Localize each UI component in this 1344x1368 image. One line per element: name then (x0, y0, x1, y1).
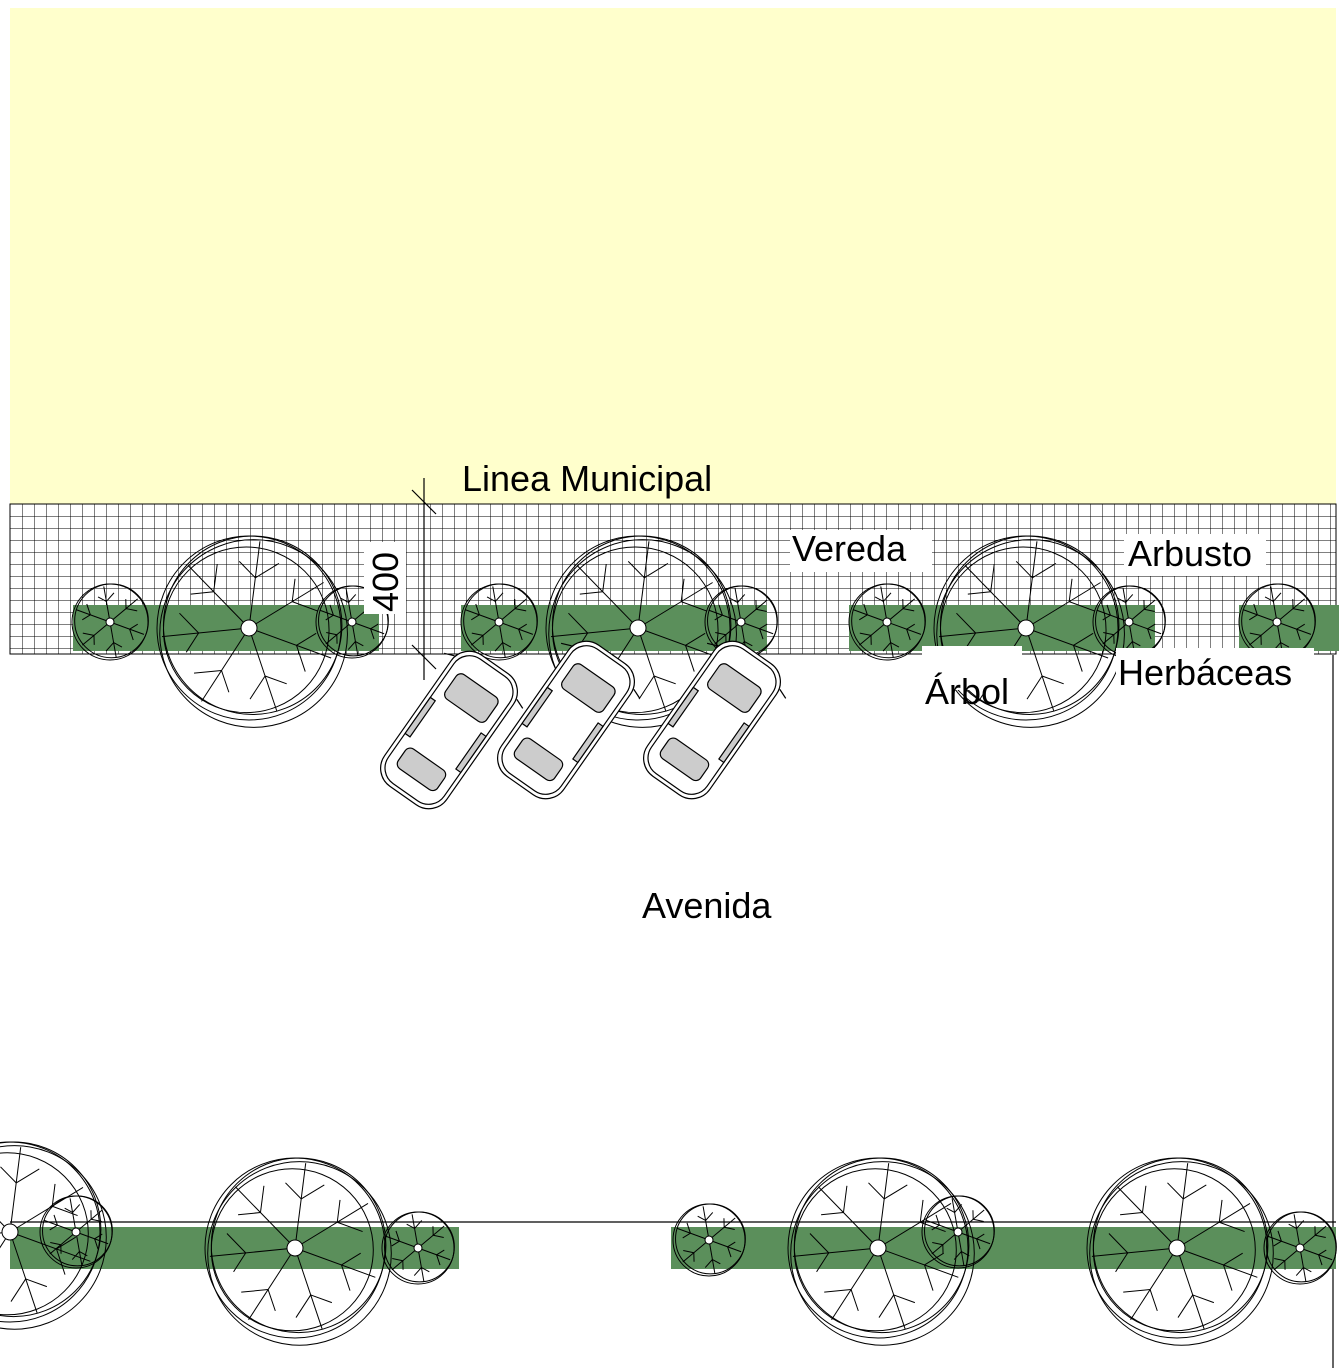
shrub-symbol (1263, 1211, 1337, 1285)
tree-symbol (0, 1141, 107, 1330)
linea-municipal-label: Linea Municipal (462, 458, 712, 499)
parked-cars (380, 640, 787, 810)
arbusto-label: Arbusto (1128, 533, 1252, 574)
planters (10, 605, 1339, 1269)
vegetation (0, 535, 1337, 1346)
shrub-symbol (460, 583, 538, 661)
shrub-symbol (71, 583, 149, 661)
vereda-label: Vereda (792, 528, 907, 569)
avenida-label: Avenida (642, 885, 772, 926)
dimension-label-bg (364, 542, 406, 614)
planter-bed (671, 1227, 1336, 1269)
planter-bed (73, 605, 379, 651)
parked-car (380, 650, 524, 810)
private-lot (10, 8, 1336, 504)
arbol-label-bg (922, 646, 1022, 690)
tree-symbol (545, 535, 737, 728)
vereda-label-bg (790, 530, 932, 572)
shrub-symbol (1238, 583, 1316, 661)
shrub-symbol (921, 1195, 995, 1269)
shrub-symbol (315, 585, 389, 659)
tree-symbol (933, 535, 1125, 728)
herbaceas-label-bg (1116, 648, 1314, 692)
parked-car (497, 640, 641, 800)
shrub-symbol (39, 1195, 113, 1269)
shrub-symbol (672, 1203, 746, 1277)
shrub-symbol (848, 583, 926, 661)
arbusto-label-bg (1124, 534, 1266, 576)
shrub-symbol (381, 1211, 455, 1285)
dimension-label: 400 (365, 552, 406, 612)
parked-car (643, 640, 787, 800)
tree-symbol (787, 1157, 975, 1346)
tree-symbol (1086, 1157, 1274, 1346)
herbaceas-label: Herbáceas (1118, 652, 1292, 693)
arbol-label: Árbol (925, 671, 1009, 712)
planter-bed (1239, 605, 1339, 651)
tree-symbol (156, 535, 348, 728)
tree-symbol (204, 1157, 392, 1346)
dimension-line (411, 478, 437, 680)
